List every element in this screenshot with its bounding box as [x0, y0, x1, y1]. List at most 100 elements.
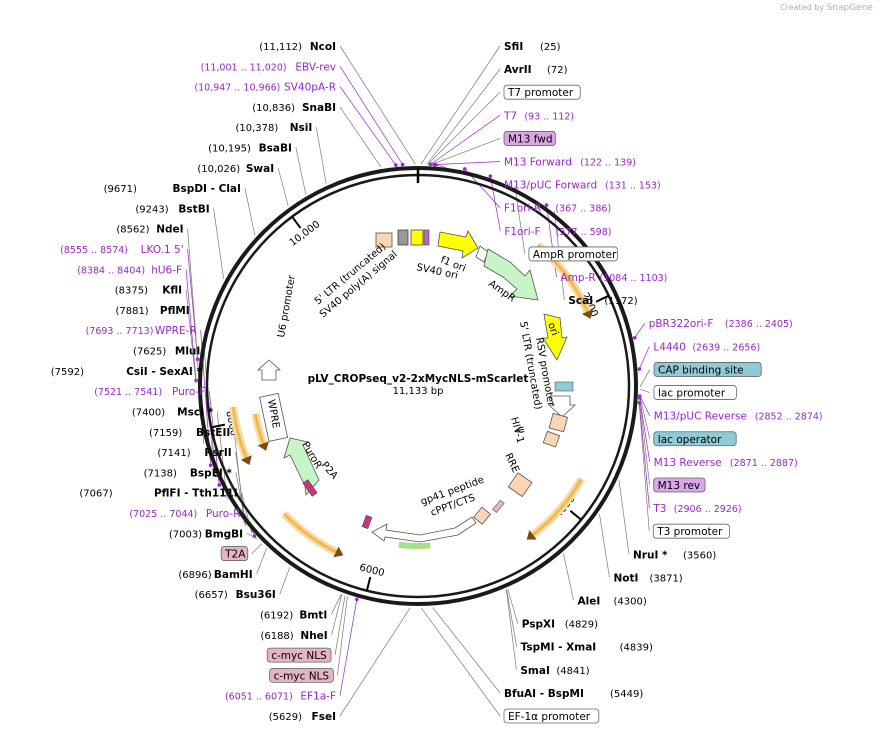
outer-label-box: T2A	[220, 546, 249, 561]
outer-label-primer: WPRE-R(7693 .. 7713)	[86, 325, 197, 337]
outer-label-enzyme: TspMI - XmaI(4839)	[521, 642, 653, 654]
tick-mark	[210, 423, 226, 429]
enzyme-name: FseI	[312, 711, 336, 723]
outer-label-enzyme: SwaI(10,026)	[197, 163, 274, 175]
feature-label-text: AmpR promoter	[533, 249, 617, 261]
feature-label-box	[653, 385, 737, 400]
site-position: (7693 .. 7713)	[86, 326, 154, 337]
credit-prefix: Created by	[780, 3, 825, 12]
site-position: (122 .. 139)	[580, 158, 636, 169]
site-position: (6192)	[260, 610, 293, 621]
leader-line	[639, 395, 651, 439]
primer-name: SV40pA-R	[284, 82, 336, 94]
feature-label-text: M13 fwd	[508, 133, 553, 145]
outer-label-primer: Amp-R (1084 .. 1103)	[561, 272, 668, 284]
inner-label-wpre: WPRE	[265, 399, 281, 430]
site-position: (2386 .. 2405)	[725, 319, 793, 330]
feature-ltr2-block	[548, 412, 569, 433]
primer-site-marker	[632, 335, 637, 340]
site-position: (1084 .. 1103)	[600, 273, 668, 284]
feature-label-box	[503, 84, 581, 100]
enzyme-name: SmaI	[520, 665, 550, 677]
enzyme-name: BstEII	[196, 427, 230, 439]
tick-label: 10,000	[288, 219, 323, 249]
outer-label-primer: EBV-rev(11,001 .. 11,020)	[201, 61, 336, 73]
outer-label-box: M13 rev	[653, 477, 706, 493]
leader-line	[185, 269, 197, 381]
enzyme-name: SnaBI	[302, 102, 336, 114]
leader-line	[213, 208, 224, 279]
primer-site-marker	[544, 203, 549, 207]
primer-name: LKO.1 5'	[141, 244, 184, 256]
leader-line	[563, 553, 574, 601]
leader-line	[279, 567, 291, 595]
outer-label-enzyme: BamHI(6896)	[178, 569, 252, 581]
leader-line	[506, 589, 517, 647]
features	[256, 229, 577, 543]
primer-name: EF1a-F	[300, 691, 336, 703]
inner-label-rre: RRE	[502, 452, 521, 475]
primer-site-marker	[637, 400, 642, 405]
leader-line	[639, 369, 651, 388]
leader-line	[256, 548, 267, 575]
site-position: (7003)	[169, 529, 202, 540]
feature-label-box	[220, 546, 249, 561]
enzyme-name: PspXI	[522, 619, 555, 631]
outer-label-enzyme: BspEI * (7138)	[144, 467, 233, 479]
leader-line	[339, 86, 397, 166]
inner-label-hiv1: HIV-1	[508, 416, 526, 445]
orf-arc-rre	[532, 478, 583, 536]
primer-site-marker	[637, 367, 642, 371]
leader-line	[334, 595, 346, 656]
outer-label-box: T3 promoter	[652, 523, 730, 539]
feature-label-text: c-myc NLS	[271, 650, 327, 662]
primer-name: hU6-F	[151, 264, 182, 276]
orf-arc-ampr-head	[581, 309, 593, 319]
site-position: (5449)	[610, 689, 643, 700]
enzyme-name: PflFI - Tth111I	[154, 488, 238, 500]
feature-label-text: c-myc NLS	[274, 670, 330, 682]
outer-label-primer: M13 Reverse(2871 .. 2887)	[654, 457, 798, 469]
tick-mark	[291, 216, 302, 229]
enzyme-name: KflI	[162, 285, 182, 297]
tick-mark	[365, 576, 372, 591]
outer-label-primer: Puro-F(7521 .. 7541)	[94, 386, 205, 398]
enzyme-name: BspDI - ClaI	[173, 183, 241, 195]
outer-label-enzyme: NsiI(10,378)	[235, 122, 312, 134]
leader-line	[251, 543, 262, 554]
primer-name: Puro-F	[172, 386, 205, 398]
feature-puror-arrow	[283, 437, 320, 496]
site-position: (10,836)	[252, 103, 295, 114]
feature-rre-block	[507, 472, 533, 498]
outer-label-primer: pBR322ori-F(2386 .. 2405)	[649, 318, 793, 330]
outer-label-enzyme: ScaI(1172)	[568, 295, 637, 307]
primer-name: Amp-R	[561, 272, 596, 284]
outer-label-primer: M13 Forward(122 .. 139)	[504, 157, 636, 169]
leader-line	[337, 596, 348, 676]
feature-label-box	[269, 667, 334, 683]
primer-site-marker	[637, 396, 642, 400]
feature-ampr-arrow	[483, 248, 539, 301]
enzyme-name: BmtI	[299, 609, 327, 621]
site-position: (5629)	[269, 712, 302, 723]
enzyme-name: NcoI	[310, 41, 336, 53]
enzyme-name: PflMI	[160, 305, 190, 317]
outer-label-enzyme: BspDI - ClaI(9671)	[104, 183, 241, 195]
leader-line	[339, 599, 358, 696]
site-position: (6657)	[195, 590, 228, 601]
outer-label-enzyme: PflFI - Tth111I(7067)	[79, 488, 237, 500]
site-position: (577 .. 598)	[556, 227, 612, 238]
site-position: (11,001 .. 11,020)	[201, 62, 287, 73]
leader-line	[330, 594, 342, 615]
outer-label-box: c-myc NLS	[266, 647, 332, 663]
leader-line	[489, 176, 501, 231]
leader-line	[434, 161, 501, 165]
enzyme-name: BspEI *	[190, 467, 233, 479]
outer-label-enzyme: BmtI (6192)	[260, 609, 327, 621]
outer-label-primer: EF1a-F(6051 .. 6071)	[225, 691, 336, 703]
enzyme-name: NsiI	[290, 122, 313, 134]
feature-label-text: lac operator	[658, 434, 722, 446]
outer-label-box: AmpR promoter	[528, 246, 618, 262]
site-position: (4841)	[556, 666, 589, 677]
site-position: (7138)	[144, 468, 177, 479]
